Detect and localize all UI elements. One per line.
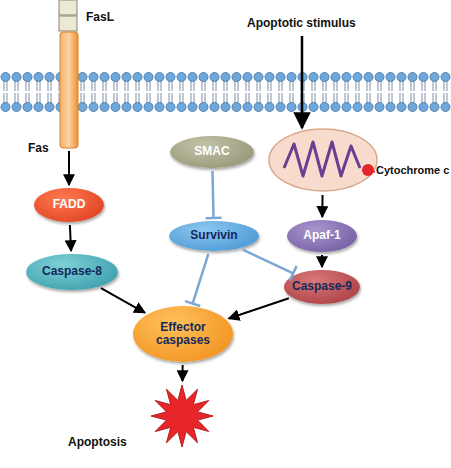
inhibition-connector	[243, 250, 297, 281]
node-label: Survivin	[190, 229, 237, 242]
apoptosis-star: Apoptosis	[150, 384, 214, 448]
shape-outline	[58, 0, 78, 32]
outside-label: Apoptosis	[68, 436, 127, 449]
node-label: Caspase-8	[42, 265, 102, 278]
shape-outline	[268, 128, 378, 192]
node-label: SMAC	[194, 145, 229, 158]
protein-ellipse: Apaf-1	[287, 220, 357, 252]
activation-arrow	[322, 195, 323, 217]
shape-outline	[60, 32, 78, 148]
receptor-bar: Fas	[60, 32, 78, 148]
stimulus-label: Apoptotic stimulus	[247, 16, 356, 30]
inhibition-connector	[206, 171, 222, 218]
activation-arrow	[182, 365, 183, 381]
outside-label: Fas	[28, 142, 49, 155]
node-label: Effector caspases	[133, 321, 233, 347]
activation-arrow	[101, 288, 145, 313]
protein-ellipse: FADD	[34, 188, 104, 222]
mitochondrion-shape: Cytochrome c	[268, 128, 378, 192]
outside-label: FasL	[86, 11, 114, 24]
activation-arrow	[322, 255, 323, 267]
protein-ellipse: Caspase-9	[284, 270, 360, 304]
outside-label: Cytochrome c	[376, 164, 449, 176]
inhibition-connector	[185, 254, 208, 306]
node-label: Apaf-1	[303, 229, 340, 242]
activation-arrow	[69, 151, 70, 185]
protein-ellipse: Caspase-8	[26, 254, 118, 290]
ligand-shape: FasL	[58, 0, 78, 32]
protein-ellipse: SMAC	[170, 136, 254, 168]
node-label: FADD	[53, 198, 86, 211]
stimulus-arrow	[301, 36, 304, 128]
node-label: Caspase-9	[292, 280, 352, 293]
protein-ellipse: Survivin	[169, 221, 259, 251]
protein-ellipse: Effector caspases	[133, 306, 233, 362]
activation-arrow	[70, 225, 71, 251]
activation-arrow	[229, 298, 289, 318]
shape-outline	[150, 384, 214, 448]
